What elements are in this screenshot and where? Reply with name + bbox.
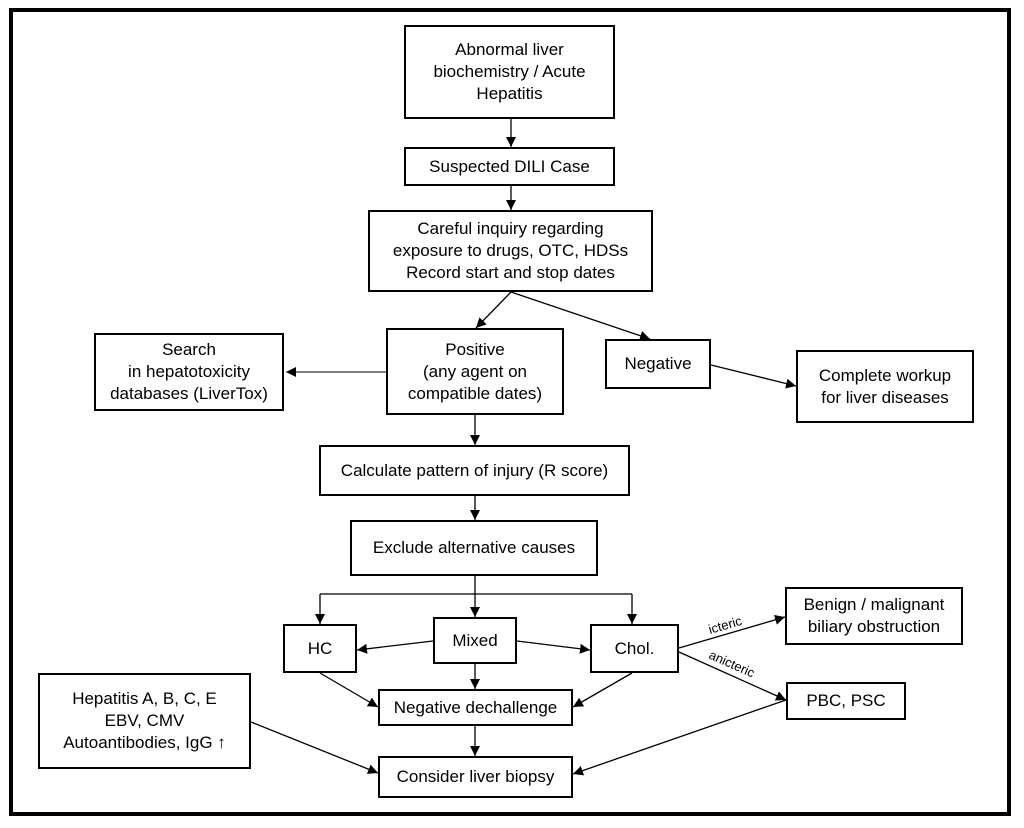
node-positive: Positive (any agent on compatible dates) <box>386 328 564 415</box>
arrow-mixed-to-chol <box>516 640 591 654</box>
arrow-chol-to-pbc <box>678 651 787 701</box>
arrow-negative-to-workup <box>710 364 797 389</box>
arrow-chol-to-dechallenge <box>572 672 633 708</box>
node-negative-dechallenge: Negative dechallenge <box>378 689 573 726</box>
node-biliary-obstruction: Benign / malignant biliary obstruction <box>785 587 963 645</box>
node-mixed: Mixed <box>433 617 517 664</box>
arrow-hc-to-dechallenge <box>319 672 379 708</box>
node-careful-inquiry: Careful inquiry regarding exposure to dr… <box>368 210 653 292</box>
node-hc: HC <box>283 624 357 673</box>
arrow-inquiry-to-negative <box>510 291 651 341</box>
node-exclude-causes: Exclude alternative causes <box>350 520 598 576</box>
arrow-chol-to-benign <box>678 615 786 649</box>
node-consider-biopsy: Consider liver biopsy <box>378 756 573 798</box>
node-calculate-r-score: Calculate pattern of injury (R score) <box>319 445 630 496</box>
node-hepatitis-workup: Hepatitis A, B, C, E EBV, CMV Autoantibo… <box>38 673 251 769</box>
node-pbc-psc: PBC, PSC <box>786 682 906 720</box>
node-negative: Negative <box>605 339 711 389</box>
node-chol: Chol. <box>590 624 679 673</box>
arrow-pbc-to-biopsy <box>572 699 787 776</box>
node-abnormal-liver: Abnormal liver biochemistry / Acute Hepa… <box>404 25 615 119</box>
arrow-hepatitis-to-biopsy <box>250 721 379 774</box>
node-search-databases: Search in hepatotoxicity databases (Live… <box>94 333 284 411</box>
edge-label-icteric: icteric <box>707 613 744 637</box>
diagram-frame <box>9 8 1011 816</box>
node-complete-workup: Complete workup for liver diseases <box>796 350 974 423</box>
node-suspected-dili: Suspected DILI Case <box>404 147 615 186</box>
arrow-mixed-to-hc <box>356 640 434 654</box>
arrow-inquiry-to-positive <box>475 291 512 329</box>
